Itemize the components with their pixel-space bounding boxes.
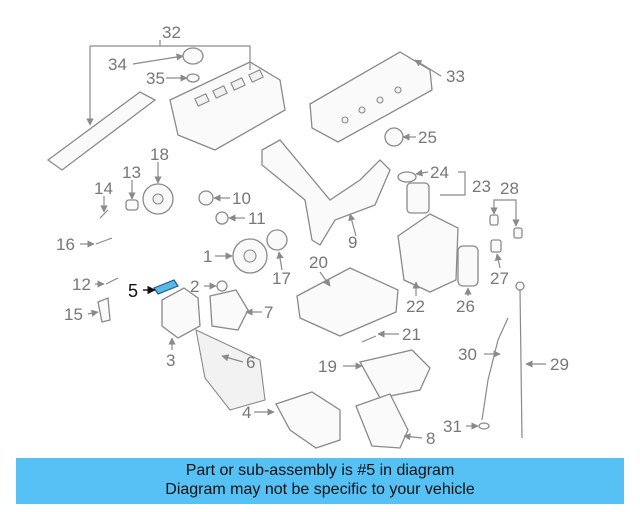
callout-26: 26	[456, 297, 475, 316]
callout-13: 13	[122, 163, 141, 182]
cover-8	[355, 393, 409, 449]
pulley-11	[215, 211, 229, 225]
camshaft-sprocket	[142, 183, 174, 215]
callout-8: 8	[426, 429, 435, 448]
callout-2: 2	[190, 277, 199, 296]
callout-1: 1	[203, 247, 212, 266]
callout-5: 5	[128, 281, 138, 301]
front-cover-22	[397, 213, 459, 293]
crankshaft-pulley	[232, 238, 268, 274]
part-27	[490, 239, 502, 253]
cover-4	[275, 391, 341, 449]
oil-pan-upper	[296, 267, 399, 337]
part-26	[457, 245, 479, 287]
crank-gear-17	[266, 229, 288, 251]
oil-filter	[397, 171, 430, 214]
callout-23: 23	[472, 177, 491, 196]
callout-35: 35	[146, 69, 165, 88]
dipstick-tube	[481, 317, 509, 421]
timing-cover-7	[209, 289, 249, 331]
part-21	[361, 335, 377, 343]
back-plate-6	[195, 329, 266, 411]
tensioner-10	[198, 190, 214, 206]
callout-33: 33	[446, 67, 465, 86]
oil-pan-lower	[359, 349, 431, 399]
callout-10: 10	[232, 189, 251, 208]
callout-15: 15	[64, 305, 83, 324]
callout-12: 12	[72, 275, 91, 294]
dipstick	[519, 289, 523, 439]
callout-18: 18	[150, 145, 169, 164]
callout-7: 7	[264, 303, 273, 322]
callout-25: 25	[418, 128, 437, 147]
part-28b	[513, 227, 523, 239]
info-banner: Part or sub-assembly is #5 in diagram Di…	[16, 458, 624, 504]
bolt-12	[105, 277, 119, 285]
callout-27: 27	[490, 269, 509, 288]
callout-16: 16	[56, 235, 75, 254]
bolt-13	[125, 199, 139, 211]
callout-20: 20	[309, 253, 328, 272]
callout-4: 4	[242, 403, 251, 422]
callout-3: 3	[166, 351, 175, 370]
callout-14: 14	[94, 179, 113, 198]
callout-31: 31	[443, 417, 462, 436]
callout-22: 22	[406, 297, 425, 316]
banner-line-2: Diagram may not be specific to your vehi…	[165, 481, 475, 498]
part-28a	[489, 214, 499, 226]
callout-9: 9	[348, 233, 357, 252]
o-ring-31	[478, 422, 490, 430]
part-5-highlighted	[153, 279, 179, 295]
callout-21: 21	[402, 325, 421, 344]
bolt-2	[216, 280, 228, 292]
callout-24: 24	[430, 163, 449, 182]
callout-17: 17	[272, 269, 291, 288]
oil-cap	[384, 127, 404, 147]
valve-cover-right	[309, 51, 433, 143]
bolt-16	[95, 237, 113, 245]
callout-30: 30	[458, 345, 477, 364]
callout-34: 34	[108, 55, 127, 74]
callout-19: 19	[318, 357, 337, 376]
timing-belt	[261, 139, 391, 246]
callout-32: 32	[162, 23, 181, 42]
sensor-15	[97, 297, 111, 323]
timing-cover-3	[161, 287, 201, 339]
valve-cover-left	[46, 47, 286, 171]
callout-29: 29	[550, 355, 569, 374]
callout-6: 6	[246, 353, 255, 372]
callout-28: 28	[500, 179, 519, 198]
banner-line-1: Part or sub-assembly is #5 in diagram	[185, 462, 455, 479]
callout-11: 11	[248, 209, 266, 228]
dipstick-handle	[515, 281, 525, 291]
